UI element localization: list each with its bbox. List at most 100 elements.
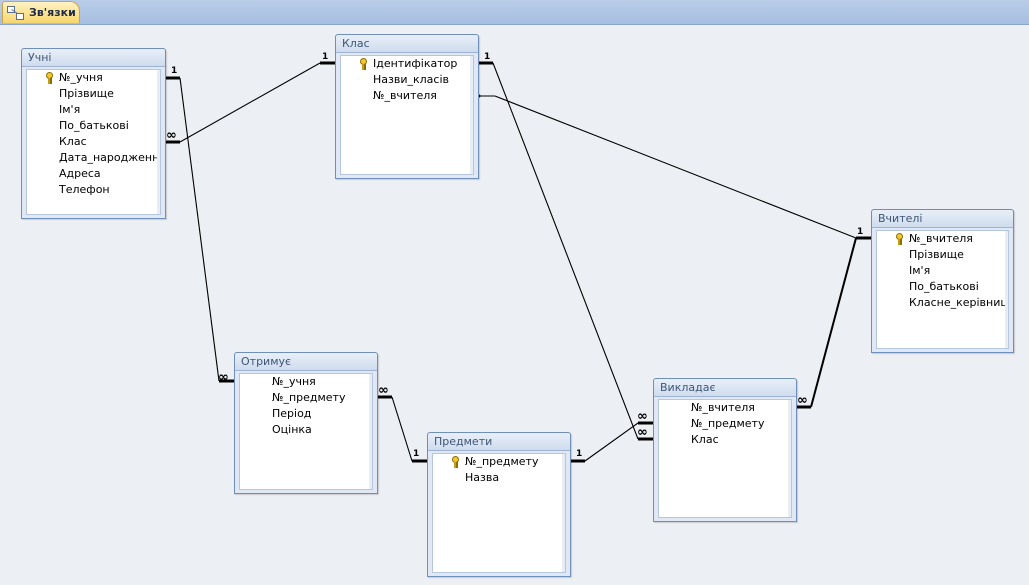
field-row[interactable]: Адреса	[27, 166, 160, 182]
cardinality-many-label: ∞	[797, 393, 808, 408]
document-tab-bar: Зв'язки	[0, 0, 1029, 25]
field-row[interactable]: Ім'я	[877, 263, 1008, 279]
cardinality-many-label: ∞	[166, 128, 177, 143]
relationship-otrymuie-predmety[interactable]: ∞ 1	[377, 383, 427, 463]
primary-key-icon	[451, 456, 459, 468]
field-row[interactable]: Ідентифікатор	[341, 56, 473, 72]
relationship-klas-vchyteli[interactable]: 1	[477, 94, 872, 240]
field-name: №_учня	[272, 375, 316, 388]
field-name: №_учня	[59, 71, 103, 84]
table-klas[interactable]: Клас Ідентифікатор Назви_класів №_вчител…	[335, 34, 479, 179]
field-name: Ідентифікатор	[373, 57, 458, 70]
relationship-uchni-otrymuie[interactable]: 1 ∞	[165, 66, 234, 385]
cardinality-many-label: ∞	[637, 409, 648, 424]
field-row[interactable]: Назви_класів	[341, 72, 473, 88]
field-row[interactable]: Прізвище	[27, 86, 160, 102]
field-name: Ім'я	[59, 103, 81, 116]
cardinality-one-label: 1	[413, 449, 419, 459]
field-row[interactable]: По_батькові	[877, 279, 1008, 295]
field-row[interactable]: Клас	[659, 432, 791, 448]
field-name: Класне_керівництво	[909, 296, 1008, 309]
field-name: Клас	[59, 135, 87, 148]
relationship-klas-vykladaie[interactable]: 1 ∞	[478, 52, 653, 441]
scrollbar[interactable]	[562, 454, 565, 572]
field-row[interactable]: Дата_народження	[27, 150, 160, 166]
field-row[interactable]: Оцінка	[240, 422, 372, 438]
field-row[interactable]: №_вчителя	[877, 231, 1008, 247]
field-row[interactable]: №_предмету	[240, 390, 372, 406]
field-list: №_предмету Назва	[432, 453, 566, 573]
cardinality-many-label: ∞	[218, 370, 229, 385]
scrollbar[interactable]	[1005, 231, 1008, 348]
cardinality-one-label: 1	[857, 227, 863, 237]
relationships-icon	[7, 5, 25, 20]
field-list: Ідентифікатор Назви_класів №_вчителя	[340, 55, 474, 175]
field-name: Дата_народження	[59, 151, 161, 164]
field-row[interactable]: Ім'я	[27, 102, 160, 118]
field-list: №_вчителя №_предмету Клас	[658, 399, 792, 518]
field-name: Період	[272, 407, 312, 420]
table-title[interactable]: Учні	[22, 49, 165, 67]
field-name: Телефон	[59, 183, 110, 196]
field-name: По_батькові	[909, 280, 979, 293]
scrollbar[interactable]	[470, 56, 473, 174]
field-row[interactable]: №_предмету	[659, 416, 791, 432]
field-name: Клас	[691, 433, 719, 446]
scrollbar[interactable]	[788, 400, 791, 517]
relationship-predmety-vykladaie[interactable]: 1 ∞	[570, 409, 653, 463]
relationships-tab-label: Зв'язки	[29, 6, 76, 19]
field-list: №_учня Прізвище Ім'я По_батькові Клас Да…	[26, 69, 161, 215]
field-name: Ім'я	[909, 264, 931, 277]
primary-key-icon	[45, 72, 53, 84]
cardinality-one-label: 1	[322, 52, 328, 62]
field-row[interactable]: Телефон	[27, 182, 160, 198]
field-name: №_вчителя	[373, 89, 437, 102]
scrollbar[interactable]	[157, 70, 160, 214]
field-list: №_вчителя Прізвище Ім'я По_батькові Клас…	[876, 230, 1009, 349]
field-name: Прізвище	[909, 248, 964, 261]
table-uchni[interactable]: Учні №_учня Прізвище Ім'я По_батькові Кл…	[21, 48, 166, 219]
relationship-vchyteli-vykladaie[interactable]: ∞	[796, 237, 857, 409]
field-list: №_учня №_предмету Період Оцінка	[239, 373, 373, 490]
field-row[interactable]: №_предмету	[433, 454, 565, 470]
scrollbar[interactable]	[369, 374, 372, 489]
field-name: №_предмету	[272, 391, 346, 404]
field-row[interactable]: №_вчителя	[341, 88, 473, 104]
relationship-uchni-klas[interactable]: ∞ 1	[165, 52, 335, 144]
primary-key-icon	[895, 233, 903, 245]
cardinality-many-label: ∞	[378, 383, 389, 398]
cardinality-one-label: 1	[576, 449, 582, 459]
field-name: Прізвище	[59, 87, 114, 100]
field-name: Оцінка	[272, 423, 312, 436]
table-title[interactable]: Клас	[336, 35, 478, 53]
field-row[interactable]: Назва	[433, 470, 565, 486]
field-row[interactable]: Період	[240, 406, 372, 422]
field-name: По_батькові	[59, 119, 129, 132]
field-name: №_предмету	[465, 455, 539, 468]
cardinality-one-label: 1	[171, 66, 177, 76]
table-predmety[interactable]: Предмети №_предмету Назва	[427, 432, 571, 577]
table-title[interactable]: Отримує	[235, 353, 377, 371]
field-row[interactable]: №_учня	[27, 70, 160, 86]
field-row[interactable]: По_батькові	[27, 118, 160, 134]
table-title[interactable]: Предмети	[428, 433, 570, 451]
table-otrymuie[interactable]: Отримує №_учня №_предмету Період Оцінка	[234, 352, 378, 494]
table-title[interactable]: Викладає	[654, 379, 796, 397]
field-row[interactable]: Клас	[27, 134, 160, 150]
field-row[interactable]: №_учня	[240, 374, 372, 390]
field-row[interactable]: Класне_керівництво	[877, 295, 1008, 311]
table-vchyteli[interactable]: Вчителі №_вчителя Прізвище Ім'я По_батьк…	[871, 209, 1014, 353]
field-row[interactable]: №_вчителя	[659, 400, 791, 416]
field-row[interactable]: Прізвище	[877, 247, 1008, 263]
field-name: №_вчителя	[909, 232, 973, 245]
field-name: Назва	[465, 471, 500, 484]
relationships-tab[interactable]: Зв'язки	[2, 1, 80, 23]
field-name: Адреса	[59, 167, 101, 180]
field-name: №_вчителя	[691, 401, 755, 414]
field-name: №_предмету	[691, 417, 765, 430]
table-vykladaie[interactable]: Викладає №_вчителя №_предмету Клас	[653, 378, 797, 522]
table-title[interactable]: Вчителі	[872, 210, 1013, 228]
primary-key-icon	[359, 58, 367, 70]
cardinality-one-label: 1	[484, 52, 490, 62]
